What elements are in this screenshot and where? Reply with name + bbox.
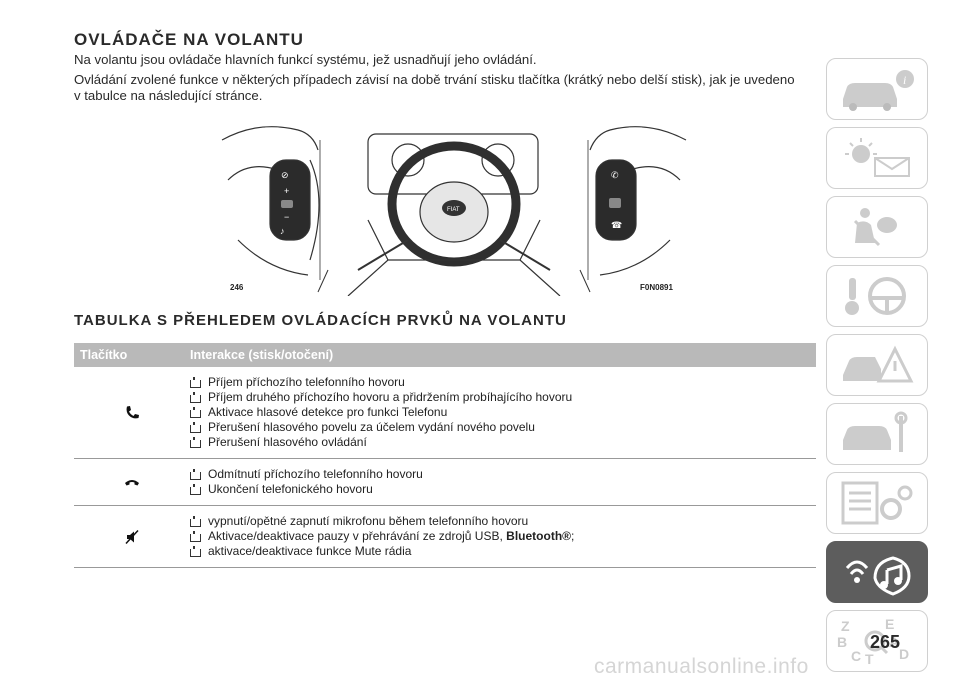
svg-text:FIAT: FIAT [447, 207, 460, 213]
steering-wheel-figure: ⊘ + − ♪ ✆ ☎ [218, 120, 690, 296]
intro-text-2: Ovládání zvolené funkce v některých příp… [74, 72, 795, 103]
bluetooth-brand: Bluetooth® [506, 529, 571, 543]
list-item: Aktivace/deaktivace pauzy v přehrávání z… [190, 529, 816, 544]
mute-icon [74, 506, 190, 567]
list-item: Příjem druhého příchozího hovoru a přidr… [190, 390, 816, 405]
phone-hangup-icon [74, 459, 190, 505]
phone-accept-icon [74, 367, 190, 458]
list-item: Přerušení hlasového ovládání [190, 435, 816, 450]
steering-wheel-illustration: ⊘ + − ♪ ✆ ☎ [221, 126, 687, 296]
svg-text:☎: ☎ [611, 220, 622, 230]
index-letter: D [899, 646, 909, 662]
index-icon[interactable]: Z E B A C T D [826, 610, 928, 672]
index-letter: E [885, 617, 894, 632]
emergency-icon[interactable] [826, 334, 928, 396]
figure-code: F0N0891 [640, 283, 673, 292]
list-item: Přerušení hlasového povelu za účelem vyd… [190, 420, 816, 435]
index-letter: T [865, 651, 874, 665]
index-letter: Z [841, 618, 850, 634]
maintenance-icon[interactable] [826, 403, 928, 465]
index-letter: B [837, 634, 847, 650]
index-letter: C [851, 648, 861, 664]
list-item: Odmítnutí příchozího telefonního hovoru [190, 467, 816, 482]
list-item: aktivace/deaktivace funkce Mute rádia [190, 544, 816, 559]
svg-text:⊘: ⊘ [281, 170, 289, 180]
table-header: Tlačítko Interakce (stisk/otočení) [74, 343, 816, 367]
table-row: vypnutí/opětné zapnutí mikrofonu během t… [74, 506, 816, 568]
svg-text:i: i [903, 73, 906, 87]
warning-lights-icon[interactable] [826, 127, 928, 189]
svg-text:+: + [284, 186, 289, 196]
table-title: TABULKA S PŘEHLEDEM OVLÁDACÍCH PRVKŮ NA … [74, 312, 567, 329]
car-info-icon[interactable]: i [826, 58, 928, 120]
svg-text:♪: ♪ [280, 226, 285, 236]
list-item: Příjem příchozího telefonního hovoru [190, 375, 816, 390]
key-steering-icon[interactable] [826, 265, 928, 327]
multimedia-icon[interactable] [826, 541, 928, 603]
section-title: OVLÁDAČE NA VOLANTU [74, 30, 304, 49]
chapter-tabs: i Z E B A C T D [826, 58, 928, 679]
figure-number: 246 [230, 283, 244, 292]
svg-text:−: − [284, 212, 289, 222]
index-letter: A [889, 634, 899, 650]
list-item: Aktivace hlasové detekce pro funkci Tele… [190, 405, 816, 420]
table-row: Příjem příchozího telefonního hovoru Pří… [74, 367, 816, 459]
technical-data-icon[interactable] [826, 472, 928, 534]
watermark: carmanualsonline.info [594, 655, 809, 678]
table-row: Odmítnutí příchozího telefonního hovoru … [74, 459, 816, 506]
list-item: vypnutí/opětné zapnutí mikrofonu během t… [190, 514, 816, 529]
intro-text: Na volantu jsou ovládače hlavních funkcí… [74, 52, 537, 67]
list-item: Ukončení telefonického hovoru [190, 482, 816, 497]
header-button: Tlačítko [80, 348, 128, 362]
page-number: 265 [870, 632, 901, 652]
controls-table: Tlačítko Interakce (stisk/otočení) Příje… [74, 343, 816, 568]
svg-text:✆: ✆ [611, 170, 619, 180]
safety-airbag-icon[interactable] [826, 196, 928, 258]
header-interaction: Interakce (stisk/otočení) [190, 348, 334, 362]
